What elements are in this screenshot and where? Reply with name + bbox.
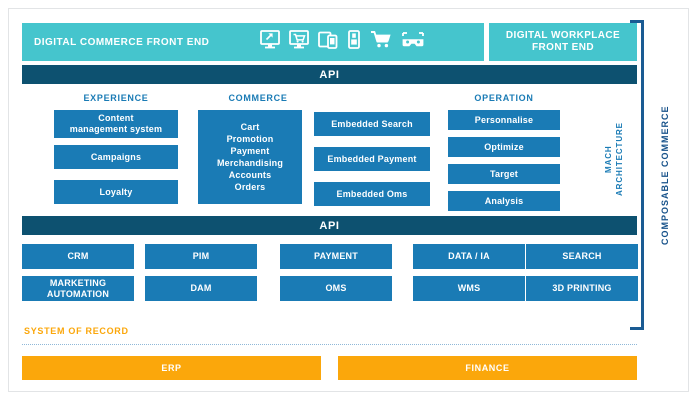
digital-commerce-front-end-banner: DIGITAL COMMERCE FRONT END [22,23,484,61]
commerce-core-capabilities[interactable]: Cart Promotion Payment Merchandising Acc… [198,110,302,204]
service-wms[interactable]: WMS [413,276,525,301]
experience-item-content-management-system[interactable]: Content management system [54,110,178,138]
operation-item-personnalise[interactable]: Personnalise [448,110,560,130]
shopping-cart-icon [370,30,392,54]
column-header-experience: EXPERIENCE [83,93,149,103]
column-header-operation: OPERATION [474,93,534,103]
experience-item-campaigns[interactable]: Campaigns [54,145,178,169]
composable-commerce-bracket [630,20,644,330]
api-bar-top: API [22,65,637,84]
mach-architecture-label: MACH ARCHITECTURE [604,122,624,196]
api-bar-bottom: API [22,216,637,235]
channel-icon-strip [260,23,425,61]
system-of-record-finance[interactable]: FINANCE [338,356,637,380]
operation-item-analysis[interactable]: Analysis [448,191,560,211]
column-header-commerce: COMMERCE [228,93,288,103]
service-oms[interactable]: OMS [280,276,392,301]
digital-workplace-front-end-banner: DIGITAL WORKPLACE FRONT END [489,23,637,61]
service-pim[interactable]: PIM [145,244,257,269]
service-data-ia[interactable]: DATA / IA [413,244,525,269]
desktop-monitor-arrow-icon [260,30,280,54]
service-marketing-automation[interactable]: MARKETING AUTOMATION [22,276,134,301]
desktop-monitor-cart-icon [289,30,309,54]
commerce-core-item-merchandising: Merchandising [216,158,284,168]
commerce-core-item-promotion: Promotion [226,134,274,144]
service-3d-printing[interactable]: 3D PRINTING [526,276,638,301]
service-dam[interactable]: DAM [145,276,257,301]
commerce-item-embedded-oms[interactable]: Embedded Oms [314,182,430,206]
commerce-item-embedded-search[interactable]: Embedded Search [314,112,430,136]
commerce-core-item-orders: Orders [234,182,266,192]
commerce-item-embedded-payment[interactable]: Embedded Payment [314,147,430,171]
service-search[interactable]: SEARCH [526,244,638,269]
digital-commerce-front-end-label: DIGITAL COMMERCE FRONT END [34,36,210,48]
commerce-core-item-accounts: Accounts [228,170,272,180]
system-of-record-divider [22,344,637,345]
system-of-record-title: SYSTEM OF RECORD [24,326,129,336]
system-of-record-erp[interactable]: ERP [22,356,321,380]
mobile-phone-icon [347,30,361,54]
commerce-core-item-payment: Payment [230,146,270,156]
tablet-phone-icon [318,30,338,54]
composable-commerce-label: COMPOSABLE COMMERCE [660,105,670,245]
experience-item-loyalty[interactable]: Loyalty [54,180,178,204]
service-crm[interactable]: CRM [22,244,134,269]
commerce-core-item-cart: Cart [240,122,260,132]
operation-item-optimize[interactable]: Optimize [448,137,560,157]
vr-glasses-icon [401,30,425,54]
service-payment[interactable]: PAYMENT [280,244,392,269]
operation-item-target[interactable]: Target [448,164,560,184]
